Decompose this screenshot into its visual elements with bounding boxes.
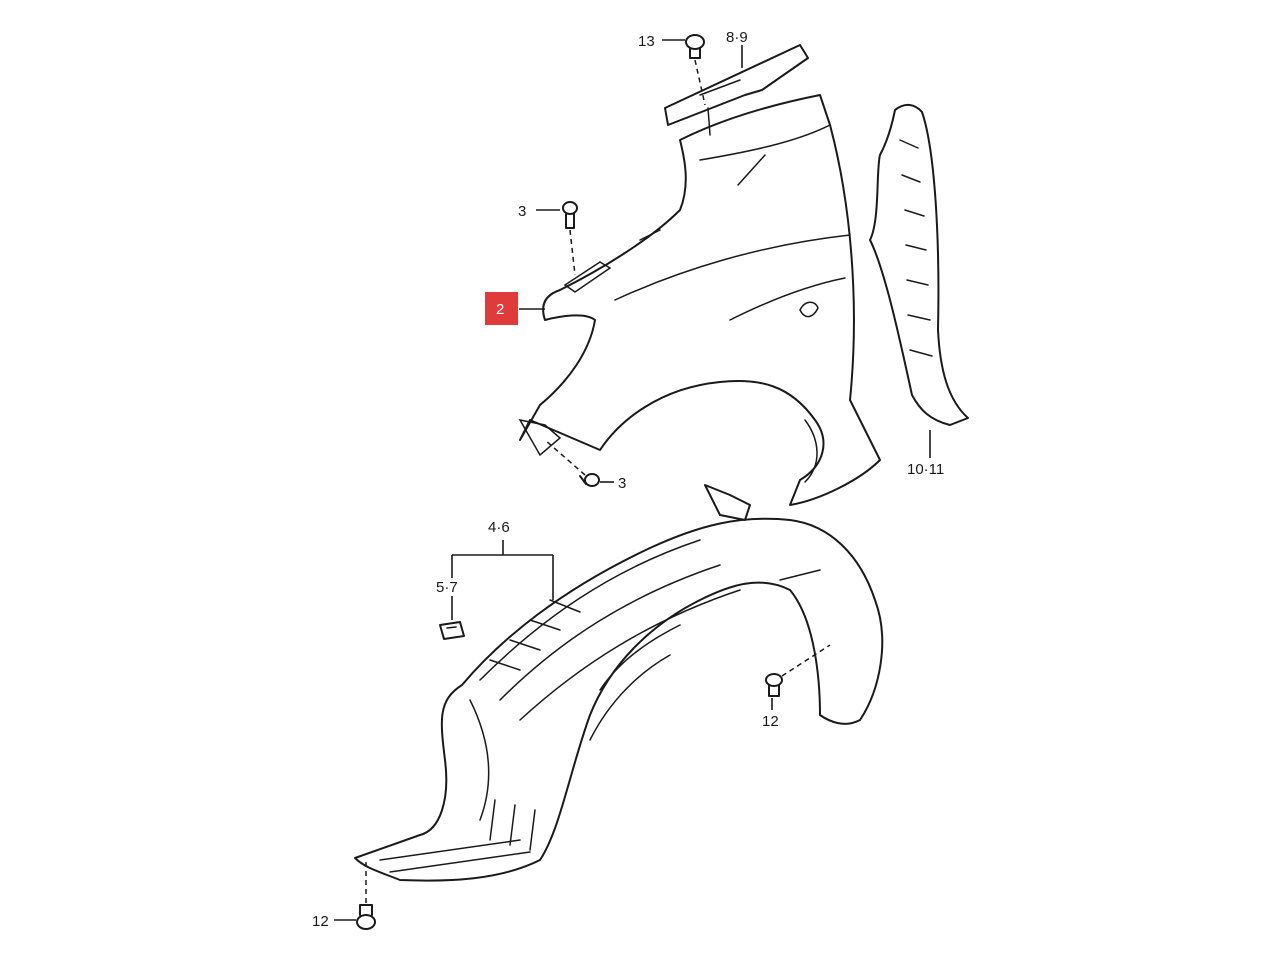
callout-3-lower: 3 [618, 475, 626, 492]
callout-2: 2 [496, 301, 504, 318]
clip-12-right-icon [765, 644, 831, 697]
callout-10-11: 10·11 [907, 461, 944, 478]
nut-5-7-icon [439, 621, 465, 640]
leader-lines [334, 39, 931, 921]
callout-3-upper: 3 [518, 203, 526, 220]
callout-4-6: 4·6 [488, 519, 510, 536]
callout-13: 13 [638, 33, 655, 50]
callout-5-7: 5·7 [436, 579, 458, 596]
fender-liner [354, 484, 884, 882]
screw-3-lower-icon [544, 439, 600, 487]
callout-12-right: 12 [762, 713, 779, 730]
callout-2-highlight: 2 [485, 292, 518, 325]
upper-bracket [664, 44, 809, 136]
callout-12-lower: 12 [312, 913, 329, 930]
side-seal [869, 104, 969, 426]
callout-8-9: 8·9 [726, 29, 748, 46]
screw-3-upper-icon [562, 201, 578, 276]
clip-12-lower-icon [356, 860, 376, 930]
clip-13-icon [685, 34, 706, 106]
front-fender [518, 94, 881, 506]
